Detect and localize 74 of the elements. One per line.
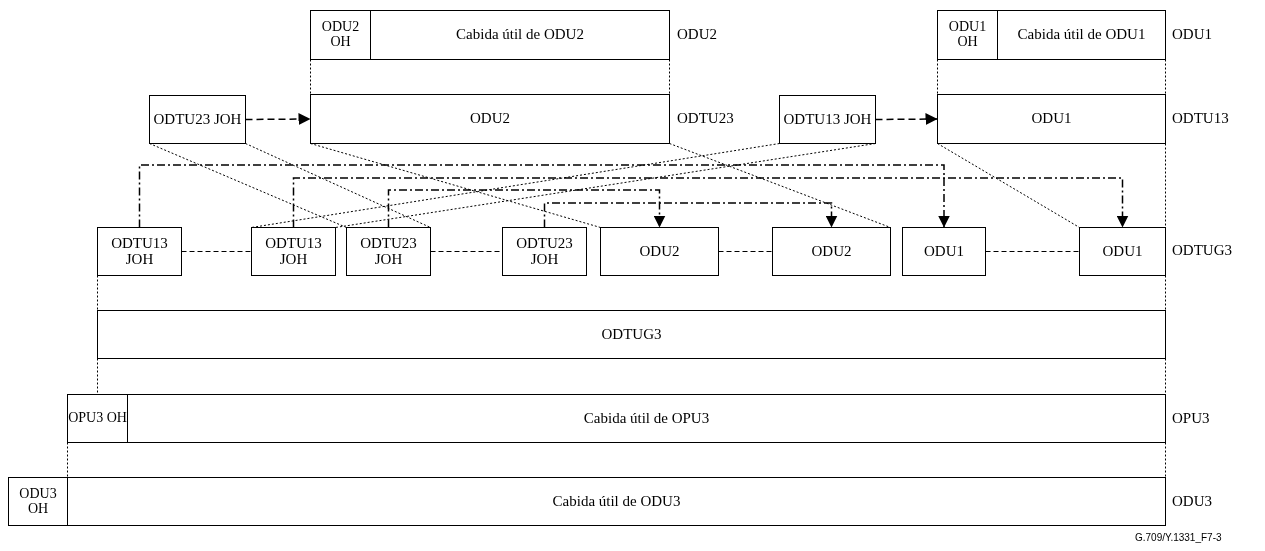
box-label: ODTU23 JOH [515,235,574,268]
dotted-line [937,59,938,95]
figure-id: G.709/Y.1331_F7-3 [1135,532,1222,543]
payload-box [997,10,1166,60]
row-label: ODTUG3 [1172,242,1232,259]
dotted-line [1165,442,1166,478]
dotted-line [1165,275,1166,311]
layer-label: ODU3 [1172,492,1212,510]
arrow [138,164,950,229]
dotted-line [310,59,311,95]
payload-box [67,477,1166,526]
overhead-box [937,10,998,60]
box-label: Cabida útil de ODU3 [552,493,681,510]
dotted-line [669,59,670,95]
arrow [292,177,1129,229]
layer-label: ODU1 [1172,26,1212,43]
dotted-line [669,143,891,228]
box-label: ODU3 OH [18,486,58,517]
dotted-line [97,358,98,395]
dotted-line [1165,59,1166,95]
dotted-line [718,251,773,252]
box-label: ODTU13 JOH [264,235,323,268]
dotted-line [181,251,252,252]
box-label: ODTU13 JOH [783,111,872,128]
box-label: ODTU23 JOH [153,111,242,128]
tributary-box [937,94,1166,144]
group-box [97,310,1166,359]
payload-box [127,394,1166,443]
payload-box [370,10,670,60]
justification-overhead-box [97,227,182,276]
overhead-box [310,10,371,60]
dotted-line [1165,143,1166,228]
arrow [543,202,838,229]
box-label: ODU1 OH [947,20,988,50]
tributary-box [772,227,891,276]
dotted-line [97,275,98,311]
overhead-box [67,394,128,443]
justification-overhead-box [779,95,876,144]
layer-label: ODU2 [677,26,717,43]
box-label: OPU3 OH [68,411,127,426]
box-label: Cabida útil de ODU1 [1017,27,1146,43]
justification-overhead-box [346,227,431,276]
dotted-line [937,143,1080,228]
box-label: ODU2 [470,111,510,127]
justification-overhead-box [251,227,336,276]
overhead-box [8,477,68,526]
box-label: ODU2 OH [320,20,361,50]
box-label: ODU2 [639,243,680,260]
box-label: ODU2 [811,243,852,260]
arrow [387,189,666,229]
layer-label: OPU3 [1172,409,1210,427]
layer-label: ODTU13 [1172,110,1229,127]
layer-label: ODTU23 [677,110,734,127]
dotted-line [985,251,1080,252]
dotted-line [430,251,503,252]
dotted-line [245,143,431,228]
justification-overhead-box [149,95,246,144]
justification-overhead-box [502,227,587,276]
dotted-line [1165,358,1166,395]
tributary-box [310,94,670,144]
arrow [244,113,312,126]
box-label: Cabida útil de ODU2 [456,27,584,43]
box-label: ODTUG3 [601,326,662,343]
box-label: ODU1 [1031,111,1072,127]
box-label: ODTU23 JOH [359,235,418,268]
dotted-line [67,442,68,478]
tributary-box [600,227,719,276]
box-label: Cabida útil de OPU3 [583,410,710,427]
box-label: ODU1 [1102,243,1143,260]
tributary-box [1079,227,1166,276]
box-label: ODU1 [924,243,964,260]
box-label: ODTU13 JOH [110,235,169,268]
tributary-box [902,227,986,276]
arrow [874,113,939,126]
